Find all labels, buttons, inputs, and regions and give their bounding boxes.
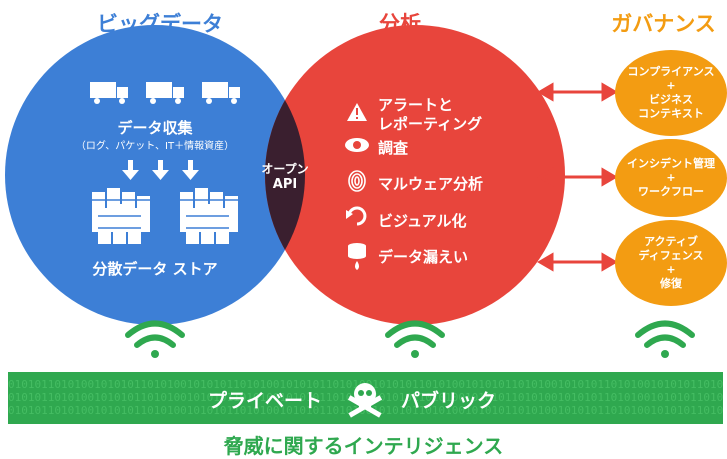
database-drip-icon — [348, 243, 366, 270]
eye-icon — [345, 138, 369, 152]
malware-analysis-label: マルウェア分析 — [378, 175, 484, 193]
incident-line2: ワークフロー — [638, 185, 704, 198]
double-arrow-icon — [537, 252, 618, 272]
public-label: パブリック — [401, 390, 497, 412]
down-arrow-icon — [122, 160, 139, 180]
double-arrow-icon — [537, 167, 618, 187]
server-rack-icon — [180, 188, 238, 244]
defense-line3: 修復 — [659, 277, 682, 290]
compliance-line3: コンテキスト — [638, 107, 704, 120]
truck-icon — [146, 82, 184, 104]
binary-row: 0101011010100101010110101001010101101010… — [8, 404, 723, 417]
governance-compliance: コンプライアンス + ビジネス コンテキスト — [615, 50, 727, 136]
alert-line1: アラートと — [378, 96, 454, 114]
incident-plus: + — [666, 171, 676, 184]
governance-active-defense: アクティブ ディフェンス + 修復 — [615, 220, 727, 306]
compliance-plus: + — [666, 79, 676, 92]
governance-header: ガバナンス — [611, 12, 716, 36]
data-collection-subtitle: （ログ、パケット、IT＋情報資産） — [75, 141, 235, 152]
truck-icon — [90, 82, 128, 104]
truck-icon — [202, 82, 240, 104]
server-rack-icon — [92, 188, 150, 244]
skull-icon — [347, 383, 383, 418]
defense-line2: ディフェンス — [638, 249, 704, 262]
double-arrow-icon — [537, 82, 618, 102]
alert-reporting-label: アラートと レポーティング — [378, 96, 482, 134]
investigation-label: 調査 — [378, 139, 409, 157]
api-label: API — [272, 177, 298, 192]
private-label: プライベート — [208, 390, 323, 412]
visualization-label: ビジュアル化 — [378, 212, 467, 230]
wireless-signal-icon — [635, 320, 695, 358]
wireless-signal-icon — [125, 320, 185, 358]
governance-incident: インシデント管理 + ワークフロー — [615, 139, 727, 217]
refresh-icon — [346, 206, 367, 226]
big-data-circle — [5, 25, 305, 325]
incident-line1: インシデント管理 — [627, 157, 715, 170]
compliance-line2: ビジネス — [648, 93, 693, 106]
threat-intelligence-title: 脅威に関するインテリジェンス — [223, 434, 504, 458]
analysis-circle — [265, 25, 565, 325]
compliance-line1: コンプライアンス — [627, 65, 715, 78]
open-label: オープン — [261, 162, 309, 176]
alert-line2: レポーティング — [378, 115, 483, 133]
wireless-signal-icon — [385, 320, 445, 358]
down-arrow-icon — [152, 160, 169, 180]
down-arrow-icon — [182, 160, 199, 180]
threat-banner: 0101011010100101010110101001010101101010… — [8, 372, 723, 424]
distributed-store-label: 分散データ ストア — [92, 260, 218, 278]
defense-plus: + — [666, 263, 676, 276]
data-collection-title: データ収集 — [117, 119, 193, 137]
data-leak-label: データ漏えい — [378, 248, 469, 266]
fingerprint-icon — [348, 170, 366, 192]
warning-icon — [347, 103, 367, 121]
defense-line1: アクティブ — [644, 235, 698, 248]
